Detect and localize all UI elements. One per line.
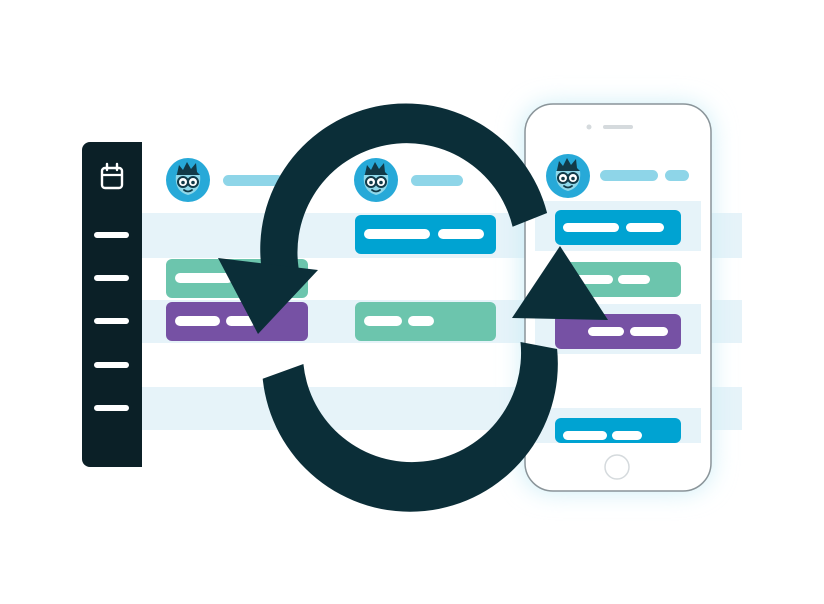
phone-event-blue[interactable]: [555, 210, 681, 245]
desktop-event-green-2[interactable]: [355, 302, 496, 341]
avatar-icon: [545, 153, 591, 199]
event-text-line: [618, 275, 650, 284]
phone-speaker: [603, 125, 633, 129]
phone-home-button[interactable]: [604, 454, 630, 480]
event-text-line: [408, 316, 434, 326]
desktop-event-purple[interactable]: [166, 302, 308, 341]
phone-screen: [535, 153, 701, 443]
sync-arrows-icon: [218, 103, 608, 512]
event-text-line: [175, 273, 233, 283]
phone-camera: [586, 124, 592, 130]
event-text-line: [563, 223, 619, 232]
event-text-line: [626, 223, 664, 232]
header-placeholder-line: [600, 170, 658, 181]
sync-arrow-top: [260, 103, 548, 286]
event-text-line: [226, 316, 256, 326]
event-text-line: [364, 229, 430, 239]
avatar-icon: [165, 157, 211, 203]
sync-arrowhead-right: [512, 246, 608, 320]
event-text-line: [364, 316, 402, 326]
event-text-line: [612, 431, 642, 440]
avatar-icon: [353, 157, 399, 203]
phone-device: [522, 103, 712, 492]
header-placeholder-line: [223, 175, 283, 186]
event-text-line: [630, 327, 668, 336]
column-2-header: [353, 157, 463, 203]
desktop-event-blue[interactable]: [355, 215, 496, 254]
phone-event-purple[interactable]: [555, 314, 681, 349]
event-text-line: [588, 327, 624, 336]
sync-arrow-bottom: [262, 342, 558, 512]
calendar-icon[interactable]: [100, 162, 124, 190]
header-placeholder-line: [411, 175, 463, 186]
event-text-line: [438, 229, 484, 239]
event-text-line: [563, 431, 607, 440]
header-placeholder-line: [665, 170, 689, 181]
sync-arrowhead-left: [218, 258, 318, 334]
phone-frame: [524, 103, 712, 492]
event-text-line: [175, 316, 220, 326]
phone-event-blue-2[interactable]: [555, 418, 681, 443]
